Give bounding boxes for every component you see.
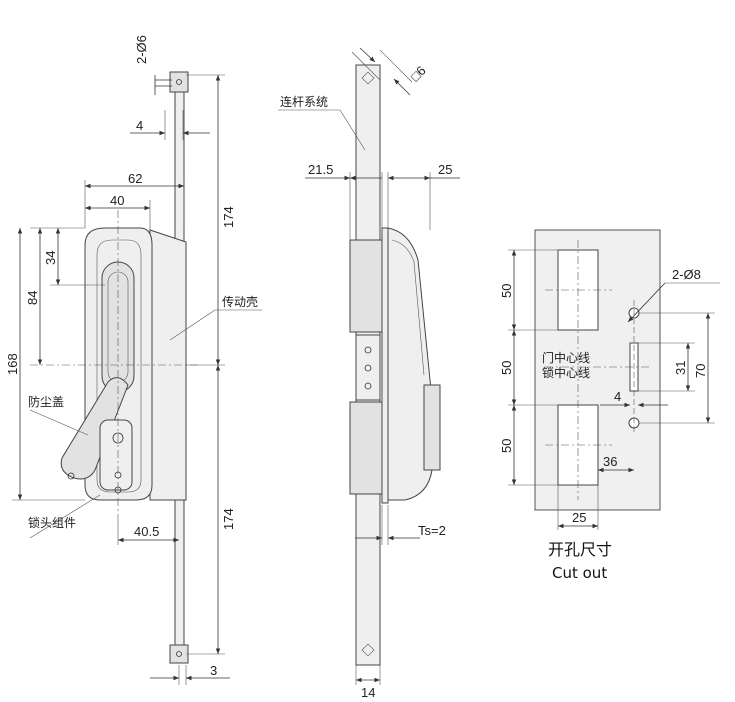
dim-4-top: 4	[136, 118, 143, 133]
dim-40-5: 40.5	[134, 524, 159, 539]
side-mid-plate	[355, 334, 381, 401]
dim-25-side: 25	[438, 162, 452, 177]
caption-cutout-en: Cut out	[552, 564, 607, 582]
dim-174-bottom: 174	[221, 508, 236, 530]
front-top-bracket	[169, 71, 189, 93]
dim-50-c: 50	[499, 439, 514, 453]
front-view: 2-Ø6 4 62 40 174 34 84 168 40.5 174 3 传动…	[5, 35, 262, 685]
label-lock-center: 锁中心线	[542, 365, 590, 380]
side-view: □6 21.5 25 Ts=2 14 连杆系统	[278, 47, 460, 700]
label-lock-assembly: 锁头组件	[28, 515, 76, 530]
dust-cover-lever	[60, 377, 129, 480]
dim-50-a: 50	[499, 284, 514, 298]
dim-174-top: 174	[221, 206, 236, 228]
dim-21-5: 21.5	[308, 162, 333, 177]
front-bottom-bracket	[169, 644, 189, 664]
caption-cutout-cn: 开孔尺寸	[548, 540, 612, 559]
dim-40: 40	[110, 193, 124, 208]
dim-62: 62	[128, 171, 142, 186]
dim-84: 84	[25, 291, 40, 305]
dim-holes-left: 2-Ø6	[134, 35, 149, 64]
dim-3: 3	[210, 663, 217, 678]
dim-50-b: 50	[499, 361, 514, 375]
label-linkage: 连杆系统	[280, 94, 328, 109]
side-door-plate	[381, 227, 389, 504]
side-upper-block	[349, 239, 383, 333]
dim-34: 34	[43, 251, 58, 265]
cutout-view: 50 50 50 31 70 4 36 25 2-Ø8 门中心线 锁中心线 开孔…	[499, 229, 720, 582]
label-dust-cover: 防尘盖	[28, 394, 64, 409]
dim-36: 36	[603, 454, 617, 469]
dim-14: 14	[361, 685, 375, 700]
dim-25-cut: 25	[572, 510, 586, 525]
dim-70: 70	[693, 364, 708, 378]
label-door-center: 门中心线	[542, 350, 590, 365]
dim-4-cut: 4	[614, 389, 621, 404]
dim-31: 31	[673, 361, 688, 375]
label-housing: 传动壳	[222, 294, 258, 309]
dim-168: 168	[5, 353, 20, 375]
lock-cylinder	[99, 419, 133, 491]
side-lower-block	[349, 401, 383, 495]
dim-ts: Ts=2	[418, 523, 446, 538]
dim-holes-right: 2-Ø8	[672, 267, 701, 282]
